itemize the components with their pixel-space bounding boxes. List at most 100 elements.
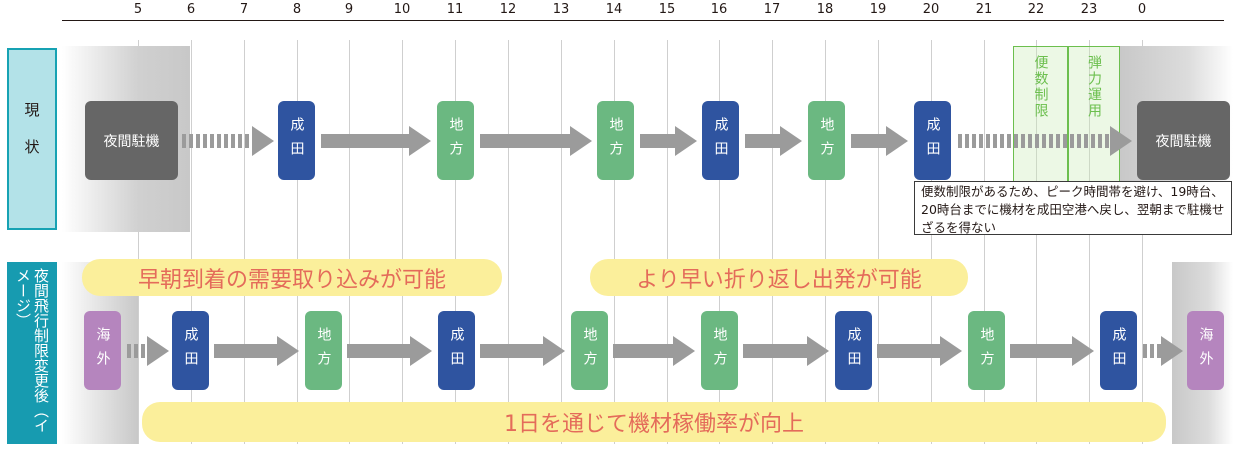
overseas-node-left-label: 海外 bbox=[94, 326, 111, 375]
hour-gridline bbox=[561, 40, 562, 444]
hour-gridline bbox=[191, 40, 192, 444]
airport-node: 成田 bbox=[278, 101, 315, 180]
hour-gridline bbox=[402, 40, 403, 444]
airport-node: 地方 bbox=[437, 101, 474, 180]
flight-arrow bbox=[851, 126, 908, 156]
airport-node: 成田 bbox=[702, 101, 739, 180]
airport-node-label: 地方 bbox=[607, 116, 624, 165]
hour-gridline bbox=[931, 40, 932, 444]
flight-arrow bbox=[214, 336, 299, 366]
airport-node: 地方 bbox=[305, 311, 342, 390]
hour-gridline bbox=[614, 40, 615, 444]
hour-gridline bbox=[825, 40, 826, 444]
airport-node-label: 成田 bbox=[448, 326, 465, 375]
flight-arrow bbox=[640, 126, 697, 156]
hour-gridline bbox=[1089, 40, 1090, 444]
hour-label: 19 bbox=[869, 2, 887, 17]
side-label-current-text: 現状 bbox=[22, 102, 41, 176]
hour-label: 8 bbox=[292, 2, 302, 17]
hour-gridline bbox=[508, 40, 509, 444]
hour-gridline bbox=[349, 40, 350, 444]
hour-label: 20 bbox=[922, 2, 940, 17]
airport-node-label: 成田 bbox=[288, 116, 305, 165]
restriction-label: 便数制限 bbox=[1032, 55, 1049, 119]
flight-arrow bbox=[877, 336, 962, 366]
airport-node-label: 成田 bbox=[845, 326, 862, 375]
hour-label: 10 bbox=[393, 2, 411, 17]
hour-label: 0 bbox=[1137, 2, 1147, 17]
overseas-node-left: 海外 bbox=[84, 311, 121, 390]
dashed-arrow bbox=[958, 126, 1133, 156]
hour-label: 5 bbox=[133, 2, 143, 17]
hour-label: 21 bbox=[975, 2, 993, 17]
overseas-node-right-label: 海外 bbox=[1197, 326, 1214, 375]
axis-line bbox=[62, 20, 1224, 21]
hour-gridline bbox=[984, 40, 985, 444]
hour-label: 15 bbox=[658, 2, 676, 17]
hour-gridline bbox=[772, 40, 773, 444]
hour-gridline bbox=[138, 40, 139, 444]
airport-node: 地方 bbox=[597, 101, 634, 180]
airport-node-label: 地方 bbox=[315, 326, 332, 375]
airport-node-label: 成田 bbox=[712, 116, 729, 165]
airport-node: 地方 bbox=[808, 101, 845, 180]
hour-gridline bbox=[297, 40, 298, 444]
night-parking-right-label: 夜間駐機 bbox=[1155, 133, 1212, 150]
flight-arrow bbox=[347, 336, 432, 366]
airport-node: 地方 bbox=[968, 311, 1005, 390]
dashed-arrow bbox=[1143, 336, 1183, 366]
hour-label: 12 bbox=[499, 2, 517, 17]
hour-gridline bbox=[244, 40, 245, 444]
hour-label: 6 bbox=[186, 2, 196, 17]
airport-node: 成田 bbox=[835, 311, 872, 390]
flight-arrow bbox=[480, 126, 592, 156]
hour-label: 13 bbox=[552, 2, 570, 17]
airport-node: 成田 bbox=[438, 311, 475, 390]
flight-arrow bbox=[1010, 336, 1094, 366]
hour-gridline bbox=[1036, 40, 1037, 444]
early-arrival-banner: 早朝到着の需要取り込みが可能 bbox=[82, 259, 502, 296]
hour-gridline bbox=[878, 40, 879, 444]
night-parking-left: 夜間駐機 bbox=[85, 101, 178, 180]
airport-node-label: 成田 bbox=[1110, 326, 1127, 375]
restriction-note: 便数制限があるため、ピーク時間帯を避け、19時台、20時台までに機材を成田空港へ… bbox=[914, 181, 1232, 235]
airport-node: 地方 bbox=[571, 311, 608, 390]
side-label-after: 夜間飛行制限変更後（イメージ） bbox=[7, 262, 57, 444]
flight-arrow bbox=[745, 126, 802, 156]
airport-node-label: 地方 bbox=[447, 116, 464, 165]
flex-operation-label: 弾力運用 bbox=[1086, 55, 1102, 119]
utilization-banner: 1日を通じて機材稼働率が向上 bbox=[142, 402, 1166, 442]
flight-arrow bbox=[321, 126, 431, 156]
hour-label: 16 bbox=[710, 2, 728, 17]
dashed-arrow bbox=[182, 126, 274, 156]
hour-label: 14 bbox=[605, 2, 623, 17]
airport-node-label: 地方 bbox=[581, 326, 598, 375]
hour-label: 18 bbox=[816, 2, 834, 17]
early-departure-banner: より早い折り返し出発が可能 bbox=[590, 259, 968, 296]
hour-gridline bbox=[1142, 40, 1143, 444]
flight-arrow bbox=[480, 336, 565, 366]
hour-label: 9 bbox=[344, 2, 354, 17]
night-parking-left-label: 夜間駐機 bbox=[103, 133, 160, 150]
airport-node: 成田 bbox=[172, 311, 209, 390]
night-parking-right: 夜間駐機 bbox=[1137, 101, 1230, 180]
airport-node-label: 地方 bbox=[818, 116, 835, 165]
airport-node-label: 地方 bbox=[711, 326, 728, 375]
airport-node: 成田 bbox=[1100, 311, 1137, 390]
flight-arrow bbox=[743, 336, 829, 366]
hour-label: 23 bbox=[1080, 2, 1098, 17]
hour-label: 7 bbox=[239, 2, 249, 17]
hour-gridline bbox=[667, 40, 668, 444]
airport-node-label: 成田 bbox=[182, 326, 199, 375]
airport-node: 地方 bbox=[701, 311, 738, 390]
side-label-current: 現状 bbox=[7, 48, 57, 230]
airport-node-label: 成田 bbox=[924, 116, 941, 165]
airport-node-label: 地方 bbox=[978, 326, 995, 375]
dashed-arrow bbox=[127, 336, 169, 366]
side-label-after-text: 夜間飛行制限変更後（イメージ） bbox=[14, 268, 50, 433]
airport-node: 成田 bbox=[914, 101, 951, 180]
hour-label: 11 bbox=[446, 2, 464, 17]
hour-gridline bbox=[455, 40, 456, 444]
hour-label: 22 bbox=[1027, 2, 1045, 17]
hour-gridline bbox=[719, 40, 720, 444]
